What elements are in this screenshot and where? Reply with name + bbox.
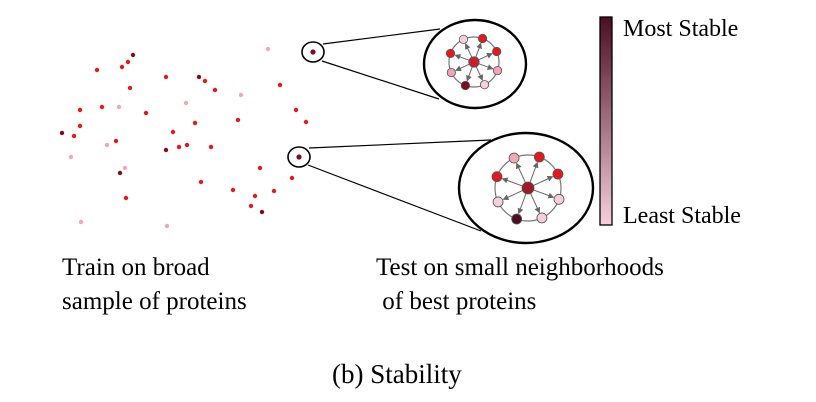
protein-dot	[104, 142, 110, 148]
selected-protein-top	[301, 41, 325, 63]
neighbor-node	[460, 80, 471, 91]
center-node	[468, 56, 480, 68]
protein-dot	[71, 133, 77, 139]
protein-dot	[265, 46, 271, 52]
neighbor-node	[445, 48, 456, 59]
neighbor-edge	[455, 63, 471, 71]
protein-dot	[99, 104, 105, 110]
protein-dot	[208, 144, 214, 150]
selected-protein-bottom	[287, 146, 311, 168]
zoom-lines	[307, 28, 492, 232]
test-label-line1: Test on small neighborhoods	[376, 254, 664, 281]
neighborhood-zoom-top	[422, 18, 528, 110]
neighbor-ring	[494, 154, 562, 222]
protein-dot	[238, 92, 244, 98]
legend-most-stable: Most Stable	[623, 16, 739, 42]
neighbor-ring	[448, 36, 500, 88]
neighbor-edge	[529, 192, 540, 214]
neighbor-node	[479, 80, 490, 90]
neighbor-node	[511, 213, 523, 225]
protein-dot	[117, 170, 123, 176]
protein-dot	[202, 78, 208, 84]
neighbor-edge	[517, 192, 527, 215]
protein-dot	[59, 130, 65, 136]
neighbor-edge	[529, 161, 539, 184]
neighbor-edge	[477, 53, 493, 61]
neighbor-edge	[475, 65, 483, 81]
neighbor-node	[533, 151, 545, 163]
neighbor-node	[458, 34, 469, 44]
train-label-line1: Train on broad	[62, 254, 210, 281]
neighbor-edge	[477, 62, 494, 70]
neighbor-node	[491, 171, 503, 183]
protein-dot	[230, 187, 236, 193]
legend-least-stable: Least Stable	[623, 203, 741, 229]
protein-dot	[248, 203, 254, 209]
protein-dot	[163, 147, 169, 153]
protein-dot	[123, 195, 129, 201]
neighbor-node	[492, 65, 503, 76]
neighbor-edge	[466, 65, 474, 82]
neighbor-node	[492, 196, 504, 208]
protein-dot	[257, 165, 263, 171]
neighbor-edge	[532, 189, 555, 199]
protein-dot	[77, 123, 83, 129]
protein-dot	[77, 107, 83, 113]
protein-dot	[122, 165, 128, 171]
protein-dot	[252, 193, 258, 199]
protein-dot	[277, 82, 283, 88]
center-node	[521, 181, 535, 195]
protein-dot	[94, 67, 100, 73]
neighbor-node	[492, 46, 502, 57]
train-label-line2: sample of proteins	[62, 288, 247, 315]
neighbor-node	[477, 33, 488, 44]
protein-dot	[130, 52, 136, 58]
protein-dot	[176, 144, 182, 150]
protein-dot	[235, 117, 241, 123]
protein-dot	[192, 120, 198, 126]
neighbor-node	[508, 152, 520, 164]
neighbor-edge	[465, 43, 473, 59]
protein-dot	[164, 223, 170, 229]
protein-dot	[78, 219, 84, 225]
neighbor-node	[553, 193, 565, 205]
protein-dot	[212, 87, 218, 93]
protein-dot	[170, 129, 176, 135]
protein-sample-scatter	[59, 46, 309, 229]
protein-dot	[183, 100, 189, 106]
protein-dot	[259, 209, 265, 215]
protein-dot	[198, 179, 204, 185]
protein-dot	[293, 107, 299, 113]
neighbor-edge	[474, 42, 482, 59]
protein-dot	[184, 142, 190, 148]
stability-colorbar	[599, 16, 613, 226]
protein-dot	[125, 59, 131, 65]
protein-dot	[127, 85, 133, 91]
neighborhood-zoom-bottom	[457, 131, 595, 245]
neighbor-node	[446, 67, 456, 78]
protein-dot	[289, 175, 295, 181]
neighbor-edge	[501, 177, 524, 187]
protein-dot	[119, 64, 125, 70]
protein-dot	[116, 104, 122, 110]
protein-dot	[143, 110, 149, 116]
test-label-line2: of best proteins	[376, 288, 537, 315]
protein-dot	[303, 119, 309, 125]
neighbor-edge	[502, 189, 524, 200]
neighbor-node	[552, 168, 564, 180]
protein-dot	[68, 154, 74, 160]
figure-caption: (b) Stability	[332, 359, 462, 389]
protein-dot	[163, 74, 169, 80]
neighbor-node	[536, 212, 548, 224]
neighbor-edge	[516, 162, 527, 184]
protein-dot	[196, 74, 202, 80]
neighbor-edge	[454, 54, 471, 62]
protein-dot	[113, 138, 119, 144]
protein-dot	[271, 188, 277, 194]
neighbor-edge	[532, 176, 554, 187]
